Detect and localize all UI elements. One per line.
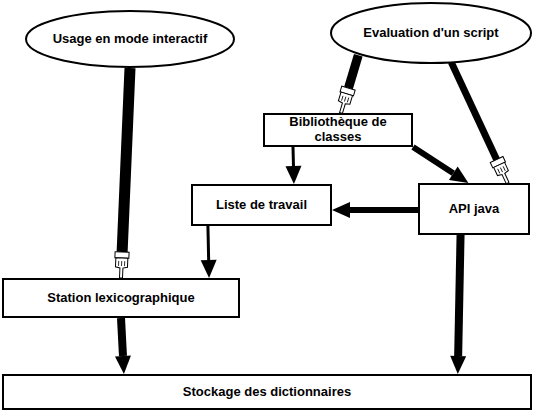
node-label: Liste de travail xyxy=(212,198,311,213)
flow-arrow xyxy=(413,147,453,173)
flow-arrow xyxy=(458,235,460,356)
ellipse-shape xyxy=(331,3,531,63)
process-box: Bibliothèque de classes xyxy=(263,113,413,147)
flow-arrow xyxy=(451,62,496,159)
flow-arrow xyxy=(206,226,210,260)
process-box: Liste de travail xyxy=(191,184,332,226)
entry-ellipse: Evaluation d'un script xyxy=(330,2,532,64)
entry-ellipse: Usage en mode interactif xyxy=(25,10,235,68)
node-label: Evaluation d'un script xyxy=(359,26,502,41)
node-label: Station lexicographique xyxy=(43,291,198,306)
flow-arrow xyxy=(350,207,418,213)
process-box: Station lexicographique xyxy=(2,278,240,318)
flow-arrow xyxy=(348,55,358,88)
process-box: API java xyxy=(418,183,530,235)
node-label: API java xyxy=(445,202,504,217)
flow-arrow xyxy=(122,68,130,252)
process-box: Stockage des dictionnaires xyxy=(2,374,532,410)
flow-arrow xyxy=(292,147,295,166)
node-label: Bibliothèque de classes xyxy=(265,115,411,145)
node-label: Stockage des dictionnaires xyxy=(179,385,355,400)
node-label: Usage en mode interactif xyxy=(49,32,212,47)
flow-arrow xyxy=(121,318,123,356)
ellipse-shape xyxy=(26,11,234,67)
